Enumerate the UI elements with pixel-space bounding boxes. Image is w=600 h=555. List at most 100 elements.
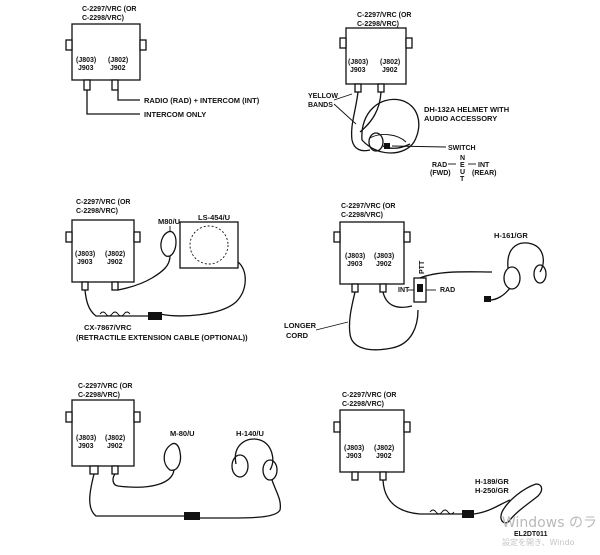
leader-switch — [391, 145, 447, 148]
jack-left-top: (J803) — [348, 59, 368, 66]
ptt-switch-lever — [417, 284, 423, 292]
mic-label: M80/U — [158, 217, 180, 226]
unit-label-line2: C-2298/VRC) — [341, 212, 383, 219]
connector-j903 — [81, 281, 89, 291]
longer-cord — [348, 291, 419, 351]
headset-band — [507, 242, 544, 273]
jack-left-top: (J803) — [345, 253, 365, 260]
control-box — [71, 399, 135, 467]
mount-tab-right — [133, 231, 141, 243]
headset-boom — [489, 287, 511, 301]
connector-j903 — [83, 79, 91, 91]
panel-5: C-2297/VRC (OR C-2298/VRC) (J803) J903 (… — [65, 383, 282, 520]
unit-label-line1: C-2297/VRC (OR — [78, 383, 132, 390]
unit-label-line2: C-2298/VRC) — [76, 208, 118, 215]
connector-j902 — [377, 83, 385, 93]
handset-label-line2: H-250/GR — [475, 486, 509, 495]
headset-earcup-right — [262, 459, 278, 481]
handset-body — [500, 483, 543, 524]
handset-cord — [473, 499, 511, 515]
headset-cord — [419, 271, 493, 279]
handset-label-line1: H-189/GR — [475, 477, 509, 486]
mic-body — [160, 230, 177, 257]
ptt-label: PTT — [419, 260, 426, 274]
helmet-cable-1 — [350, 91, 371, 152]
watermark-line2: 設定を開き、Windo — [502, 537, 575, 547]
coil-marks — [99, 311, 131, 317]
jack-left-bot: J903 — [78, 443, 94, 450]
inline-connector — [148, 312, 162, 320]
mount-tab-right — [403, 231, 411, 243]
cord-to-switch — [382, 291, 413, 308]
unit-label-line2: C-2298/VRC) — [342, 401, 384, 408]
jack-left-bot: J903 — [346, 453, 362, 460]
switch-label: SWITCH — [448, 145, 476, 152]
panel-4: C-2297/VRC (OR C-2298/VRC) (J803) J903 (… — [284, 203, 547, 351]
panel-2: C-2297/VRC (OR C-2298/VRC) (J803) J903 (… — [308, 12, 509, 183]
jack-left-bot: J903 — [77, 259, 93, 266]
control-box — [339, 221, 405, 285]
unit-label-line2: C-2298/VRC) — [357, 21, 399, 28]
connector-j902 — [111, 281, 119, 291]
headset-label: H-161/GR — [494, 231, 528, 240]
connector-j902 — [111, 465, 119, 475]
connector-j902 — [111, 79, 119, 91]
mic-cord — [117, 255, 171, 291]
unit-label-line1: C-2297/VRC (OR — [76, 199, 130, 206]
unit-label-line1: C-2297/VRC (OR — [341, 203, 395, 210]
panel-3: C-2297/VRC (OR C-2298/VRC) (J803) J903 (… — [65, 199, 248, 342]
jack-left-top: (J803) — [76, 435, 96, 442]
main-cable — [89, 473, 184, 517]
switch-rad: RAD — [440, 287, 455, 294]
jack-right-bot: J902 — [110, 65, 126, 72]
switch-e: E — [460, 162, 465, 169]
mount-tab-left — [65, 411, 73, 423]
handset-cable — [382, 479, 462, 515]
speaker-cord — [159, 261, 246, 317]
jack-right-top: (J802) — [380, 59, 400, 66]
unit-label-line1: C-2297/VRC (OR — [82, 6, 136, 13]
helmet-switch — [384, 143, 390, 149]
retractile-cable — [84, 289, 150, 317]
leader-yellow-2 — [333, 103, 357, 125]
switch-int: INT — [478, 162, 490, 169]
jack-right-bot: J902 — [107, 259, 123, 266]
unit-label-line2: C-2298/VRC) — [78, 392, 120, 399]
helmet-shell — [361, 98, 420, 154]
figure-code: EL2DT011 — [514, 531, 548, 538]
headset-earcup-left — [231, 454, 249, 478]
watermark-line1: Windows のラ — [502, 515, 597, 531]
yellow-bands-line1: YELLOW — [308, 93, 338, 100]
mount-tab-right — [133, 411, 141, 423]
mount-tab-right — [405, 37, 413, 49]
switch-n: N — [460, 155, 465, 162]
jack-right-bot: J902 — [376, 261, 392, 268]
helmet-label-line2: AUDIO ACCESSORY — [424, 114, 497, 123]
switch-rad: RAD — [432, 162, 447, 169]
connector-j903 — [89, 465, 99, 475]
jack-right-top: (J802) — [108, 57, 128, 64]
mic-label: M-80/U — [170, 429, 195, 438]
jack-left-bot: J903 — [78, 65, 94, 72]
jack-right-bot: J902 — [382, 67, 398, 74]
jack-left-bot: J903 — [347, 261, 363, 268]
jack-right-top: (J802) — [374, 445, 394, 452]
headset-cord — [200, 479, 282, 519]
jack-right-bot: J902 — [376, 453, 392, 460]
switch-int: INT — [398, 287, 410, 294]
cable-int-only — [86, 90, 140, 115]
control-box — [71, 23, 141, 81]
mount-tab-right — [139, 39, 147, 51]
mount-tab-left — [65, 39, 73, 51]
jack-left-top: (J803) — [76, 57, 96, 64]
mic-cord — [112, 469, 175, 488]
connector-j903 — [351, 283, 359, 293]
mount-tab-left — [333, 421, 341, 433]
label-rad-int: RADIO (RAD) + INTERCOM (INT) — [144, 96, 260, 105]
connector-j903 — [351, 471, 359, 481]
panel-6: C-2297/VRC (OR C-2298/VRC) (J803) J903 (… — [333, 392, 548, 538]
control-box — [339, 409, 405, 473]
jack-left-bot: J903 — [350, 67, 366, 74]
